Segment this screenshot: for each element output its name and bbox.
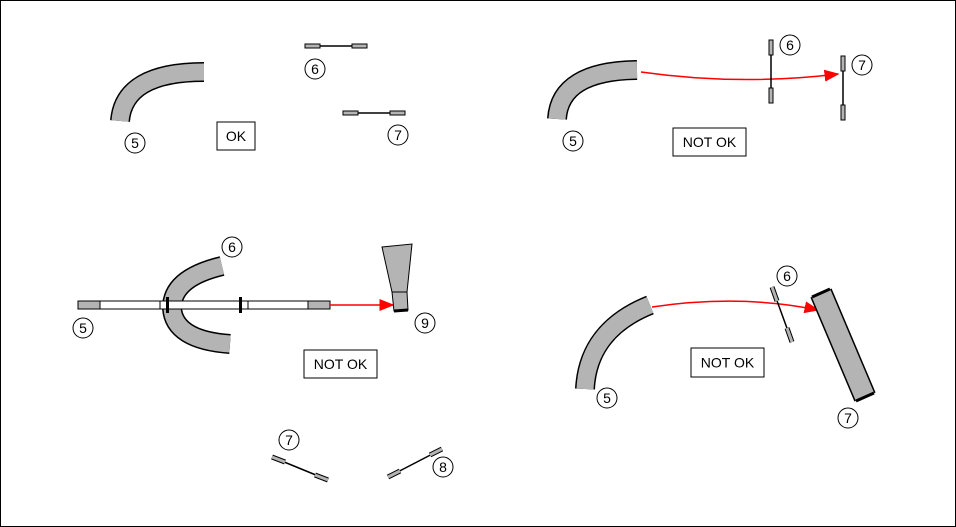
svg-text:6: 6 xyxy=(786,37,794,53)
svg-text:NOT OK: NOT OK xyxy=(314,356,368,372)
verdict-label: NOT OK xyxy=(303,349,378,379)
tunnel-5 xyxy=(110,62,205,123)
svg-text:5: 5 xyxy=(79,320,87,336)
svg-text:NOT OK: NOT OK xyxy=(701,355,755,371)
verdict-label: NOT OK xyxy=(672,127,747,157)
jump-8 xyxy=(386,446,444,480)
path-arrow xyxy=(651,300,820,314)
jump-6 xyxy=(304,43,368,49)
number-badge: 7 xyxy=(387,124,409,146)
chute-9 xyxy=(381,243,413,313)
svg-text:7: 7 xyxy=(394,127,402,143)
panel-not-ok-3: 5 6 7 NOT OK xyxy=(575,265,876,429)
tunnel-7 xyxy=(810,287,876,403)
number-badge: 7 xyxy=(837,407,859,429)
number-badge: 5 xyxy=(562,130,584,152)
number-badge: 6 xyxy=(221,236,243,258)
svg-text:9: 9 xyxy=(421,315,429,331)
number-badge: 6 xyxy=(779,34,801,56)
number-badge: 6 xyxy=(776,265,798,287)
svg-text:5: 5 xyxy=(603,390,611,406)
number-badge: 7 xyxy=(851,54,873,76)
svg-text:8: 8 xyxy=(439,459,447,475)
svg-text:7: 7 xyxy=(858,57,866,73)
panel-not-ok-1: 5 6 7 NOT OK xyxy=(547,34,873,157)
number-badge: 7 xyxy=(278,429,300,451)
number-badge: 5 xyxy=(124,132,146,154)
tunnel-5 xyxy=(547,60,638,121)
verdict-label: OK xyxy=(216,121,256,151)
verdict-label: NOT OK xyxy=(690,347,765,378)
jump-6 xyxy=(769,286,795,343)
svg-text:7: 7 xyxy=(844,410,852,426)
jump-7 xyxy=(840,55,846,121)
tunnel-5 xyxy=(575,295,654,390)
svg-text:6: 6 xyxy=(783,268,791,284)
svg-text:OK: OK xyxy=(226,128,247,144)
svg-text:5: 5 xyxy=(131,135,139,151)
number-badge: 8 xyxy=(432,456,454,478)
svg-text:6: 6 xyxy=(228,239,236,255)
panel-not-ok-2: 5 6 9 7 8 NOT OK xyxy=(72,236,454,483)
jump-6 xyxy=(768,39,774,104)
svg-text:6: 6 xyxy=(311,61,319,77)
jump-7 xyxy=(271,454,329,483)
svg-text:NOT OK: NOT OK xyxy=(683,134,737,150)
number-badge: 5 xyxy=(72,317,94,339)
jump-7 xyxy=(342,110,406,116)
svg-text:7: 7 xyxy=(285,432,293,448)
svg-text:5: 5 xyxy=(569,133,577,149)
path-arrow xyxy=(640,69,840,82)
panel-ok: 5 6 7 OK xyxy=(110,43,409,154)
number-badge: 6 xyxy=(304,58,326,80)
number-badge: 9 xyxy=(414,312,436,334)
number-badge: 5 xyxy=(596,387,618,409)
